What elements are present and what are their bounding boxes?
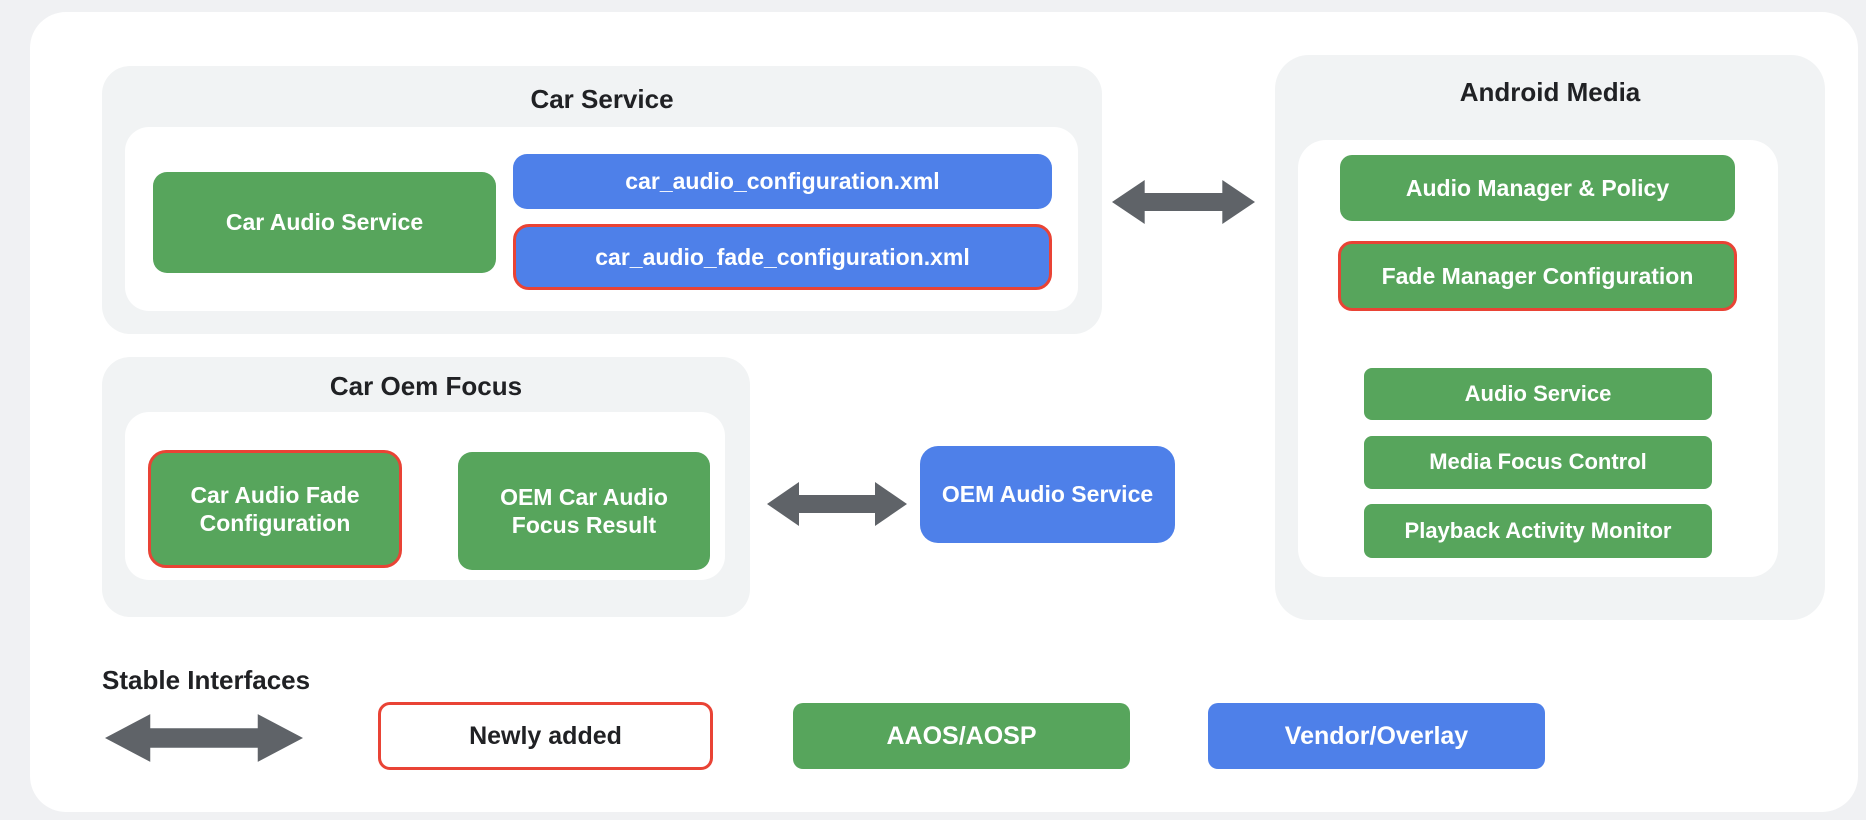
audio-manager-policy-node: Audio Manager & Policy <box>1340 155 1735 221</box>
car-oem-focus-panel: Car Oem Focus Car Audio Fade Configurati… <box>102 357 750 617</box>
media-focus-control-node: Media Focus Control <box>1364 436 1712 489</box>
bidirectional-arrow-icon <box>105 712 303 764</box>
vendor-overlay-legend-box: Vendor/Overlay <box>1208 703 1545 769</box>
playback-activity-monitor-node: Playback Activity Monitor <box>1364 504 1712 558</box>
newly-added-legend-box: Newly added <box>378 702 713 770</box>
diagram-board: Car Service Car Audio Service car_audio_… <box>30 12 1858 812</box>
aaos-aosp-legend-box: AAOS/AOSP <box>793 703 1130 769</box>
stable-interfaces-label: Stable Interfaces <box>102 665 311 695</box>
oem-car-audio-focus-result-node: OEM Car Audio Focus Result <box>458 452 710 570</box>
car-service-inner-box: Car Audio Service car_audio_configuratio… <box>125 127 1078 311</box>
car-audio-service-node: Car Audio Service <box>153 172 496 273</box>
car-oem-focus-inner-box: Car Audio Fade Configuration OEM Car Aud… <box>125 412 725 580</box>
car-oem-focus-title: Car Oem Focus <box>329 371 523 401</box>
car-audio-fade-configuration-node: Car Audio Fade Configuration <box>148 450 402 568</box>
car-audio-fade-configuration-xml-node: car_audio_fade_configuration.xml <box>513 224 1052 290</box>
android-media-panel: Android Media Audio Manager & Policy Fad… <box>1275 55 1825 620</box>
fade-manager-configuration-node: Fade Manager Configuration <box>1338 241 1737 311</box>
car-service-title: Car Service <box>530 84 674 114</box>
bidirectional-arrow-icon <box>1112 178 1255 226</box>
android-media-title: Android Media <box>1459 77 1641 107</box>
car-audio-configuration-xml-node: car_audio_configuration.xml <box>513 154 1052 209</box>
car-service-panel: Car Service Car Audio Service car_audio_… <box>102 66 1102 334</box>
oem-audio-service-node: OEM Audio Service <box>920 446 1175 543</box>
audio-service-node: Audio Service <box>1364 368 1712 420</box>
android-media-inner-box: Audio Manager & Policy Fade Manager Conf… <box>1298 140 1778 577</box>
bidirectional-arrow-icon <box>767 480 907 528</box>
